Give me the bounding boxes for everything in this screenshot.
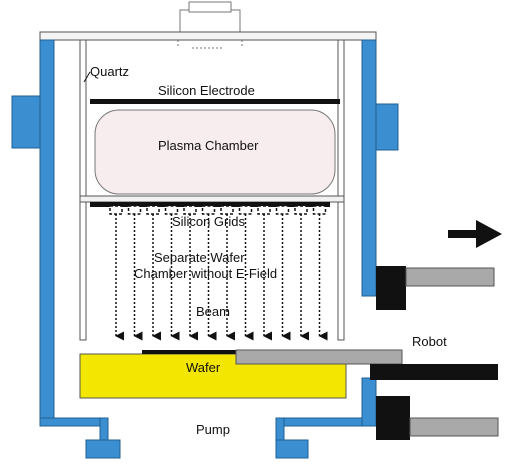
grid-bar bbox=[90, 202, 330, 207]
grid-plate bbox=[79, 195, 345, 203]
quartz-leader bbox=[83, 71, 91, 83]
grid-aperture bbox=[183, 205, 197, 215]
grid-aperture bbox=[109, 205, 123, 215]
grid-aperture bbox=[127, 205, 142, 215]
label-beam: Beam bbox=[196, 304, 230, 319]
plasma-chamber bbox=[94, 109, 336, 195]
label-separate-wafer: Separate Wafer bbox=[154, 250, 245, 265]
grid-aperture bbox=[312, 205, 327, 215]
grid-aperture bbox=[238, 205, 253, 215]
quartz-liner bbox=[79, 39, 345, 341]
grid-aperture bbox=[146, 205, 160, 215]
left-chamber-wall bbox=[11, 39, 121, 459]
grid-aperture bbox=[275, 205, 290, 215]
label-pump: Pump bbox=[196, 422, 230, 437]
label-robot: Robot bbox=[412, 334, 447, 349]
grid-aperture bbox=[294, 205, 308, 215]
beam-arrows bbox=[115, 214, 328, 341]
label-wafer: Wafer bbox=[186, 360, 221, 375]
top-feedthrough bbox=[177, 1, 243, 49]
label-chamber-no-efield: Chamber without E-Field bbox=[134, 266, 277, 281]
grid-aperture bbox=[201, 205, 216, 215]
silicon-grids bbox=[109, 205, 327, 215]
arrow-right-icon bbox=[448, 220, 502, 248]
label-quartz: Quartz bbox=[90, 64, 129, 79]
load-port-lower bbox=[376, 396, 499, 440]
right-chamber-wall bbox=[275, 39, 399, 459]
robot-arm bbox=[235, 349, 498, 380]
load-port-upper bbox=[376, 266, 495, 310]
wafer bbox=[142, 350, 236, 354]
grid-aperture bbox=[164, 205, 179, 215]
label-plasma-chamber: Plasma Chamber bbox=[158, 138, 259, 153]
label-silicon-electrode: Silicon Electrode bbox=[158, 83, 255, 98]
silicon-electrode bbox=[90, 99, 340, 104]
grid-aperture bbox=[220, 205, 234, 215]
grid-aperture bbox=[257, 205, 271, 215]
label-silicon-grids: Silicon Grids bbox=[172, 214, 245, 229]
top-lid bbox=[39, 31, 377, 41]
